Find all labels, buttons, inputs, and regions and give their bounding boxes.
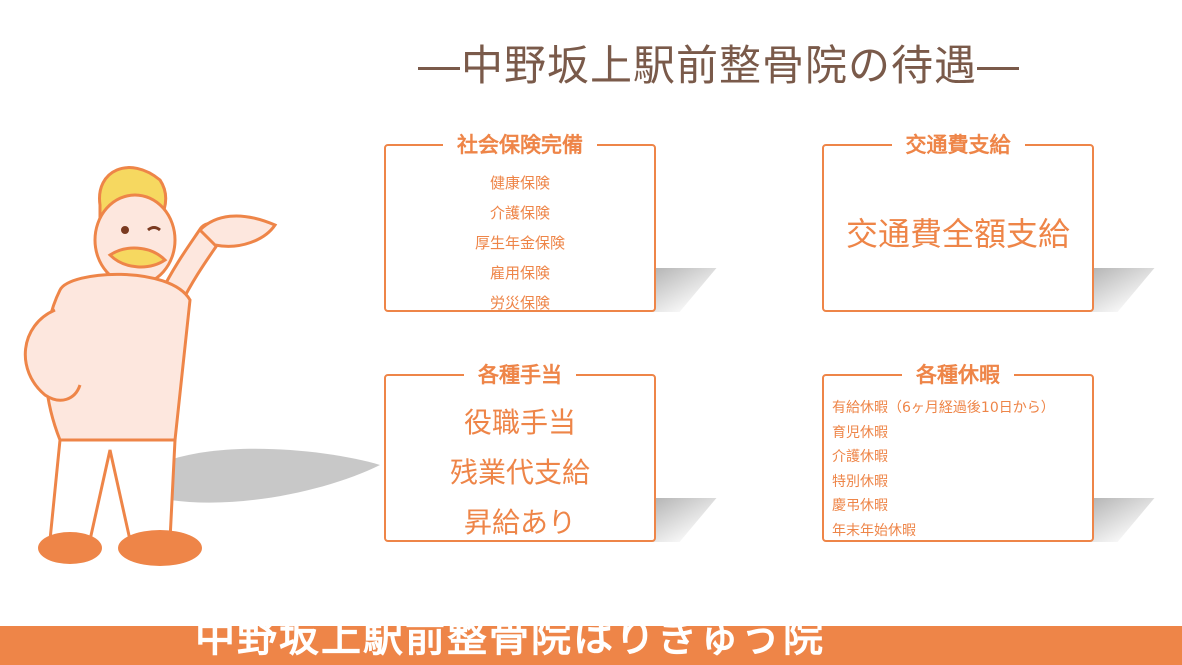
list-item: 役職手当 <box>463 406 576 439</box>
list-item: 年末年始休暇 <box>832 522 916 539</box>
list-item: 特別休暇 <box>832 473 888 490</box>
list-item: 昇給あり <box>463 506 576 539</box>
list-item: 雇用保険 <box>489 264 550 282</box>
list-item: 労災保険 <box>489 294 550 312</box>
allowances-box: 各種手当 役職手当 残業代支給 昇給あり <box>384 362 656 542</box>
list-item: 残業代支給 <box>449 456 590 489</box>
transport-title: 交通費支給 <box>891 132 1025 158</box>
list-item: 介護休暇 <box>832 449 888 465</box>
vacation-box: 各種休暇 有給休暇（6ヶ月経過後10日から） 育児休暇 介護休暇 特別休暇 慶弔… <box>822 362 1094 542</box>
list-item: 有給休暇（6ヶ月経過後10日から） <box>832 400 1055 416</box>
social-insurance-title: 社会保険完備 <box>443 132 597 158</box>
transport-box: 交通費支給 交通費全額支給 <box>822 132 1094 312</box>
footer-banner: 中野坂上駅前整骨院はりきゅう院 <box>0 626 1182 665</box>
list-item: 介護保険 <box>489 204 550 222</box>
list-item: 健康保険 <box>489 174 550 192</box>
page-title: ―中野坂上駅前整骨院の待遇― <box>418 41 1021 90</box>
allowances-title: 各種手当 <box>464 362 576 388</box>
social-insurance-box: 社会保険完備 健康保険 介護保険 厚生年金保険 雇用保険 労災保険 <box>384 132 656 312</box>
list-item: 厚生年金保険 <box>474 234 565 252</box>
list-item: 育児休暇 <box>832 424 888 441</box>
list-item: 慶弔休暇 <box>832 498 888 514</box>
transport-text: 交通費全額支給 <box>845 215 1070 253</box>
mascot-illustration <box>23 166 380 566</box>
vacation-title: 各種休暇 <box>902 362 1014 388</box>
footer-text: 中野坂上駅前整骨院はりきゅう院 <box>195 626 825 661</box>
